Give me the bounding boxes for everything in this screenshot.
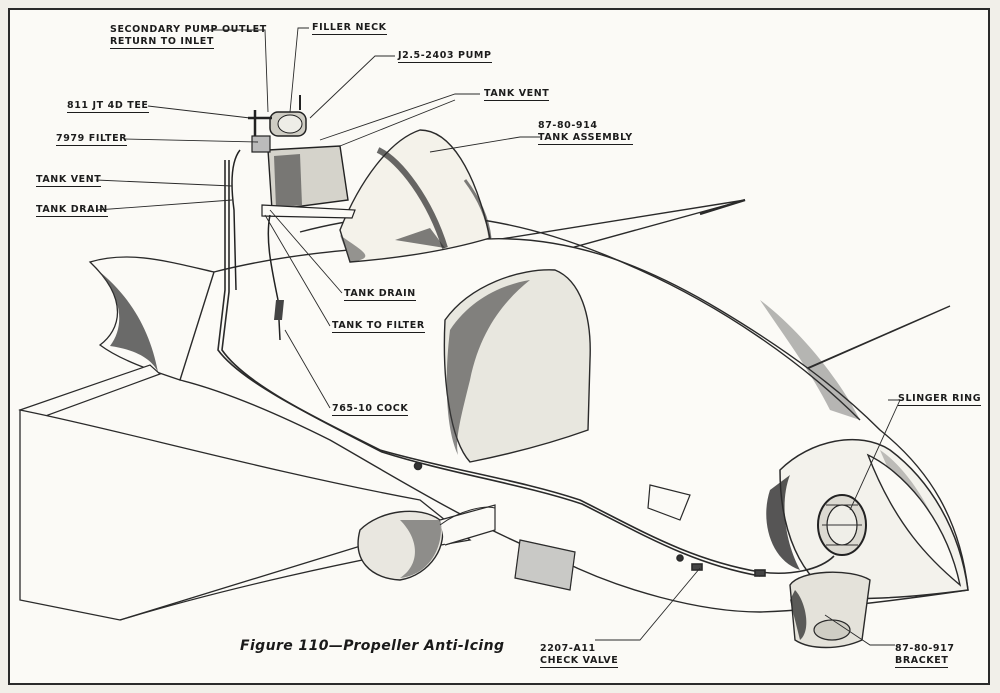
label-line: CHECK VALVE xyxy=(540,655,619,668)
label-line: TANK TO FILTER xyxy=(332,320,425,333)
label-tee: 811 JT 4D TEE xyxy=(67,100,149,113)
label-line: 87-80-914 xyxy=(538,120,598,131)
label-line: TANK VENT xyxy=(484,88,550,101)
label-line: TANK DRAIN xyxy=(36,204,108,217)
fluid-line xyxy=(217,160,835,577)
label-cock: 765-10 COCK xyxy=(332,403,409,416)
tank-installation xyxy=(231,95,356,341)
wing-shading xyxy=(760,300,860,420)
label-line: 765-10 COCK xyxy=(332,403,409,416)
nose-section xyxy=(766,438,969,600)
label-line: J2.5-2403 PUMP xyxy=(398,50,492,63)
label-line: 2207-A11 xyxy=(540,643,596,654)
label-line: TANK ASSEMBLY xyxy=(538,132,633,145)
figure-caption: Figure 110—Propeller Anti-Icing xyxy=(240,638,505,654)
chin-intake xyxy=(789,571,871,649)
label-tank-assembly: 87-80-914 TANK ASSEMBLY xyxy=(538,120,633,145)
label-line: TANK VENT xyxy=(36,174,102,187)
label-line: 7979 FILTER xyxy=(56,133,128,146)
label-line: SECONDARY PUMP OUTLET xyxy=(110,24,267,35)
label-line: SLINGER RING xyxy=(898,393,982,406)
label-filler-neck: FILLER NECK xyxy=(312,22,387,35)
lower-panels xyxy=(514,484,691,591)
label-line: TANK DRAIN xyxy=(344,288,416,301)
label-line: 87-80-917 xyxy=(895,643,955,654)
label-tank-to-filter: TANK TO FILTER xyxy=(332,320,425,333)
canopy xyxy=(339,129,492,263)
label-bracket: 87-80-917 BRACKET xyxy=(895,643,955,668)
left-wing xyxy=(19,409,496,621)
label-line: BRACKET xyxy=(895,655,949,668)
slinger-ring-shape xyxy=(817,494,867,556)
label-tank-drain-left: TANK DRAIN xyxy=(36,204,108,217)
label-check-valve: 2207-A11 CHECK VALVE xyxy=(540,643,619,668)
label-pump: J2.5-2403 PUMP xyxy=(398,50,492,63)
label-tank-vent-left: TANK VENT xyxy=(36,174,102,187)
label-line: RETURN TO INLET xyxy=(110,36,214,49)
label-tank-vent-right: TANK VENT xyxy=(484,88,550,101)
label-slinger-ring: SLINGER RING xyxy=(898,393,982,406)
leader-lines xyxy=(95,27,901,646)
wing-root-panel xyxy=(443,269,591,463)
label-filter: 7979 FILTER xyxy=(56,133,128,146)
label-line: FILLER NECK xyxy=(312,22,387,35)
label-line: 811 JT 4D TEE xyxy=(67,100,149,113)
label-secondary-pump-outlet: SECONDARY PUMP OUTLET RETURN TO INLET xyxy=(110,24,267,49)
tail-fin xyxy=(18,256,302,419)
label-tank-drain-mid: TANK DRAIN xyxy=(344,288,416,301)
